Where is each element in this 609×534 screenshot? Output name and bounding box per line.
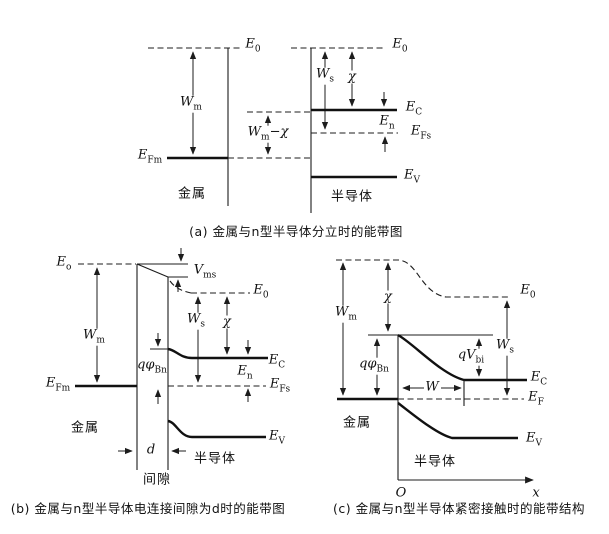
fig-b-chi-label: χ — [222, 314, 232, 330]
fig-a-wm-minus-chi-label: Wm−χ — [246, 124, 290, 143]
fig-b-ev-label: EV — [269, 428, 285, 447]
fig-c-ws-label: Ws — [495, 337, 515, 356]
fig-c-lines — [336, 259, 534, 484]
fig-b-efs-label: EFs — [269, 376, 291, 395]
fig-a-semiconductor-label: 半导体 — [330, 189, 374, 205]
fig-a-wm-label: Wm — [179, 94, 203, 113]
fig-b-en-label: En — [237, 363, 253, 382]
fig-b-e0-semi-label: E0 — [253, 282, 269, 301]
fig-a-chi-label: χ — [347, 69, 357, 85]
fig-c-semiconductor-label: 半导体 — [413, 454, 457, 470]
fig-c-ev-label: EV — [526, 430, 542, 449]
fig-a-efm-label: EFm — [137, 147, 163, 166]
fig-a-en-label: En — [379, 113, 395, 132]
fig-b-qphi-bn-label: qφBn — [137, 357, 167, 376]
fig-b-vms-label: Vms — [193, 262, 217, 281]
fig-a-caption: (a) 金属与n型半导体分立时的能带图 — [189, 223, 403, 239]
fig-a-ws-label: Ws — [315, 66, 335, 85]
fig-b-semiconductor-label: 半导体 — [193, 451, 237, 467]
fig-b-caption: (b) 金属与n型半导体电连接间隙为d时的能带图 — [10, 500, 286, 516]
fig-b-ws-label: Ws — [186, 311, 206, 330]
fig-c-wm-label: Wm — [334, 304, 358, 323]
fig-c-qvbi-label: qVbi — [456, 347, 486, 366]
fig-c-qphi-bn-label: qφBn — [358, 356, 390, 375]
fig-c-metal-label: 金属 — [342, 415, 372, 431]
fig-b-wm-label: Wm — [82, 327, 106, 346]
fig-c-caption: (c) 金属与n型半导体紧密接触时的能带结构 — [332, 500, 586, 516]
fig-a-efs-label: EFs — [410, 123, 432, 142]
fig-a-ev-label: EV — [404, 167, 420, 186]
fig-c-ec-label: EC — [530, 369, 548, 388]
fig-a-e0-semi-label: E0 — [392, 36, 408, 55]
fig-b-gap-label: 间隙 — [142, 472, 172, 488]
fig-b-d-label: d — [146, 442, 156, 458]
fig-a-metal-label: 金属 — [177, 186, 207, 202]
fig-b-metal-label: 金属 — [70, 420, 100, 436]
fig-c-w-label: W — [425, 379, 439, 395]
fig-a-e0-metal-label: E0 — [245, 36, 261, 55]
fig-b-lines — [75, 248, 268, 470]
fig-b-e0-metal-label: Eo — [56, 254, 72, 273]
fig-c-ef-label: EF — [528, 389, 544, 408]
fig-c-origin-label: O — [395, 485, 407, 501]
fig-a-ec-label: EC — [405, 99, 423, 118]
fig-c-e0-label: E0 — [520, 282, 536, 301]
fig-c-chi-label: χ — [383, 289, 393, 305]
fig-c-x-axis-label: x — [532, 485, 540, 501]
fig-b-ec-label: EC — [268, 352, 286, 371]
fig-a-lines — [148, 47, 398, 213]
fig-b-efm-label: EFm — [45, 375, 71, 394]
